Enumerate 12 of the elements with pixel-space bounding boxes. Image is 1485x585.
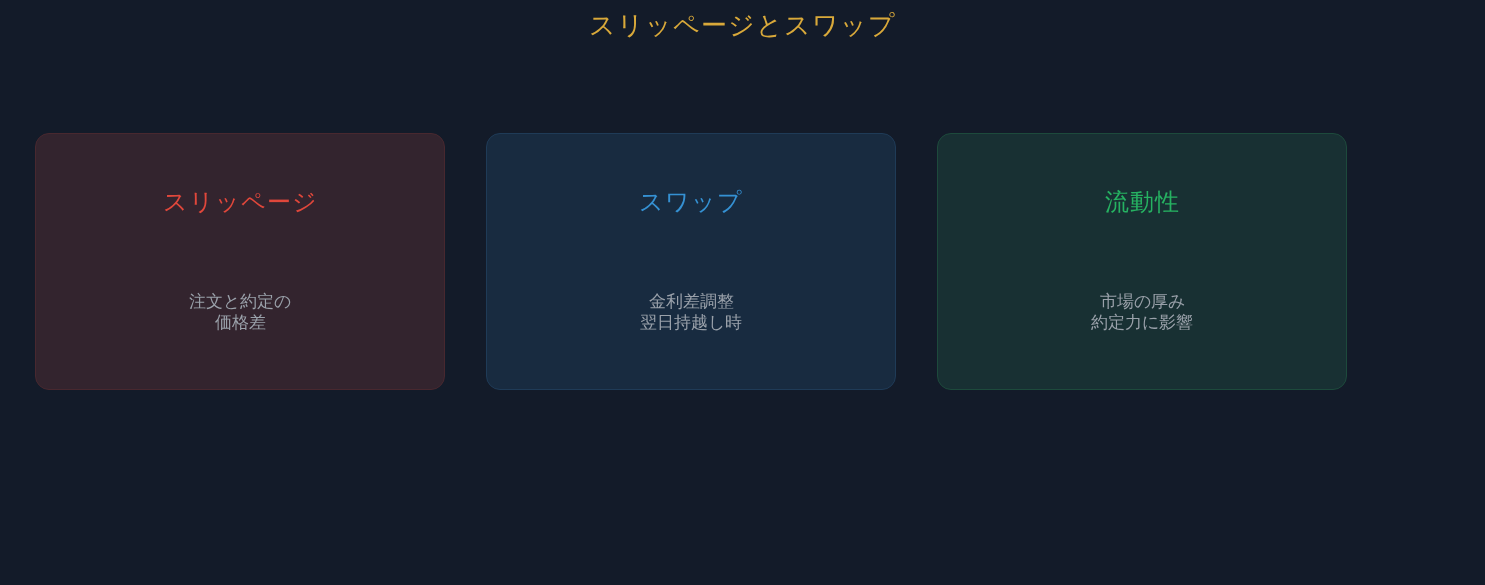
card-heading: 流動性 xyxy=(1104,187,1180,218)
concept-card xyxy=(937,133,1347,390)
card-description: 市場の厚み xyxy=(1099,291,1185,312)
card-description: 約定力に影響 xyxy=(1091,312,1193,333)
card-heading: スワップ xyxy=(639,187,743,218)
card-heading: スリッページ xyxy=(162,187,318,218)
card-description: 注文と約定の価格差 xyxy=(188,291,292,333)
diagram-title: スリッページとスワップ xyxy=(589,9,896,42)
concept-card xyxy=(486,133,896,390)
card-description: 翌日持越し時 xyxy=(640,312,742,333)
concept-card xyxy=(35,133,445,390)
card-description: 金利差調整 xyxy=(648,291,734,312)
